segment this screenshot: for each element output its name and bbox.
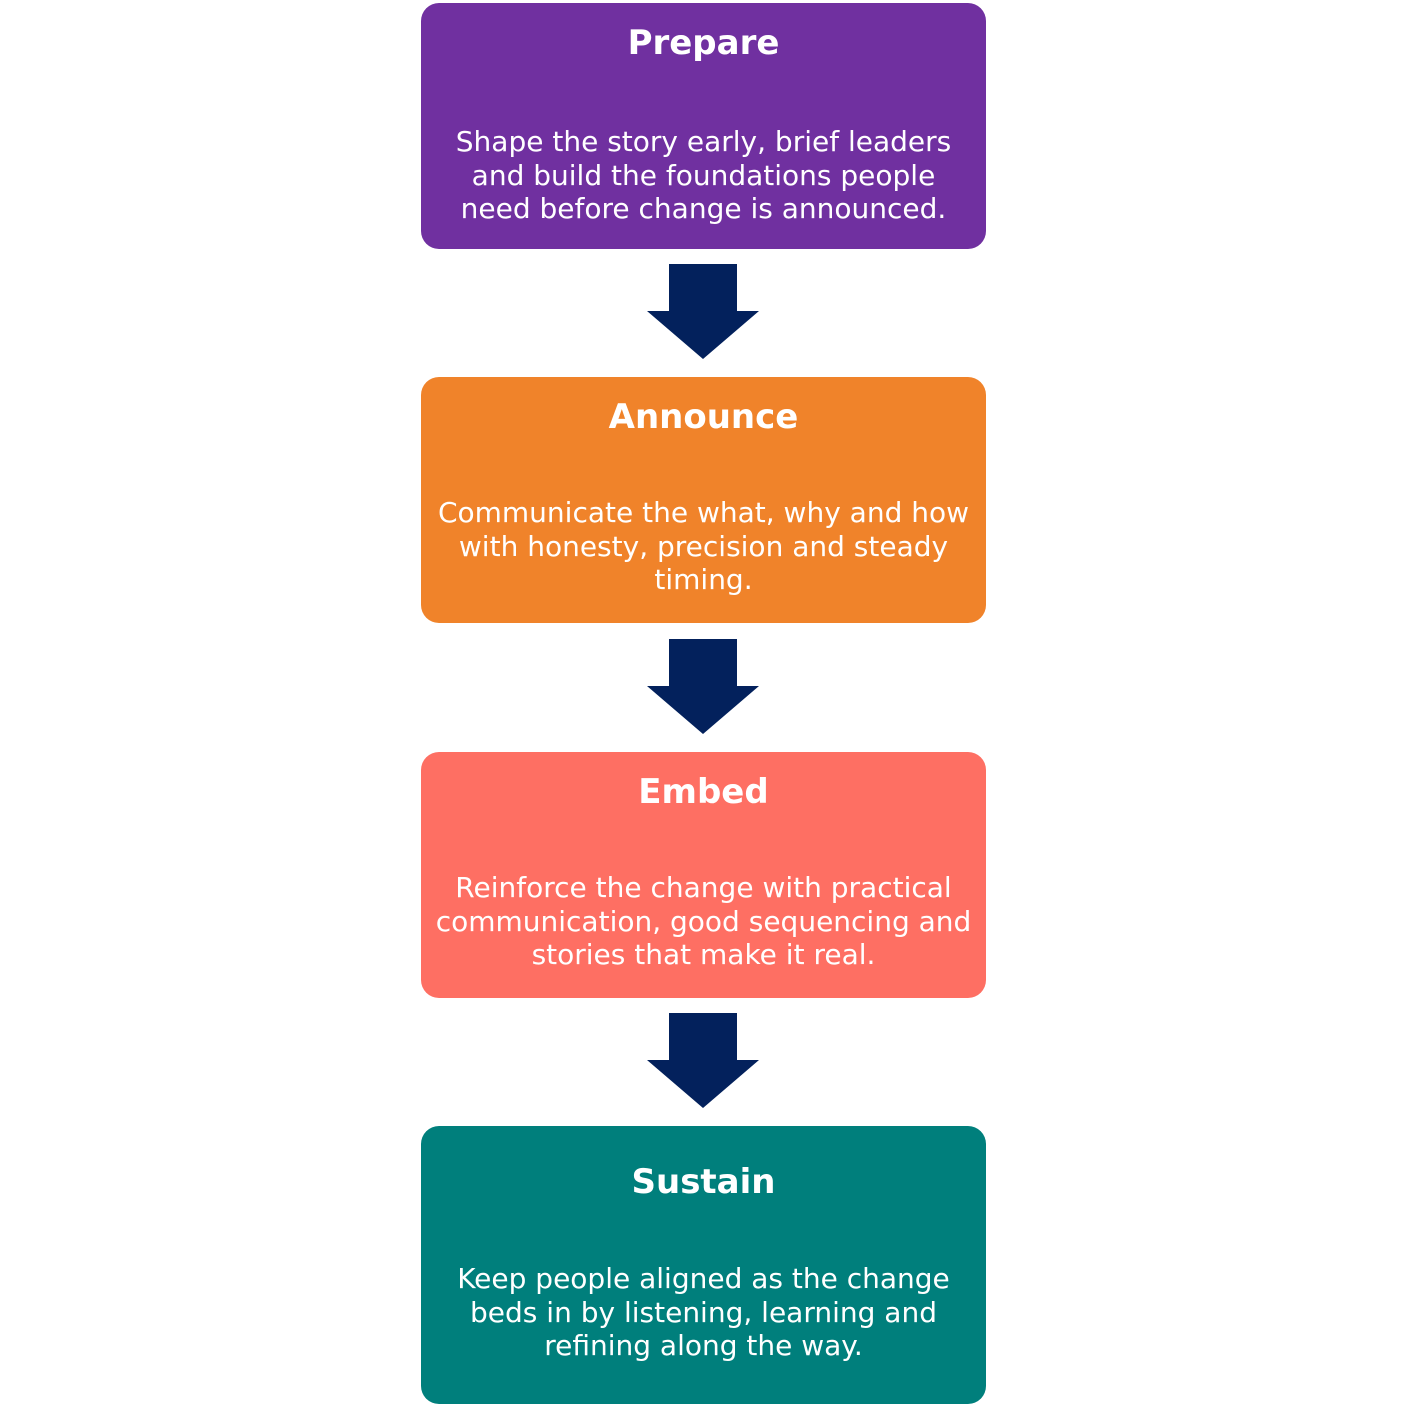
stage-title: Announce: [608, 397, 799, 437]
stage-title: Embed: [638, 772, 769, 812]
stage-card-announce: Announce Communicate the what, why and h…: [421, 377, 986, 623]
down-arrow-icon: [647, 1013, 759, 1108]
stage-card-sustain: Sustain Keep people aligned as the chang…: [421, 1126, 986, 1404]
down-arrow-icon: [647, 264, 759, 359]
stage-description: Reinforce the change with practical comm…: [435, 871, 972, 971]
stage-title: Sustain: [631, 1162, 776, 1202]
stage-description: Keep people aligned as the change beds i…: [457, 1262, 950, 1362]
stage-title: Prepare: [627, 23, 780, 63]
stage-card-prepare: Prepare Shape the story early, brief lea…: [421, 3, 986, 249]
stage-description: Shape the story early, brief leaders and…: [455, 125, 952, 225]
stage-description: Communicate the what, why and how with h…: [437, 496, 970, 596]
stage-card-embed: Embed Reinforce the change with practica…: [421, 752, 986, 998]
down-arrow-icon: [647, 639, 759, 734]
